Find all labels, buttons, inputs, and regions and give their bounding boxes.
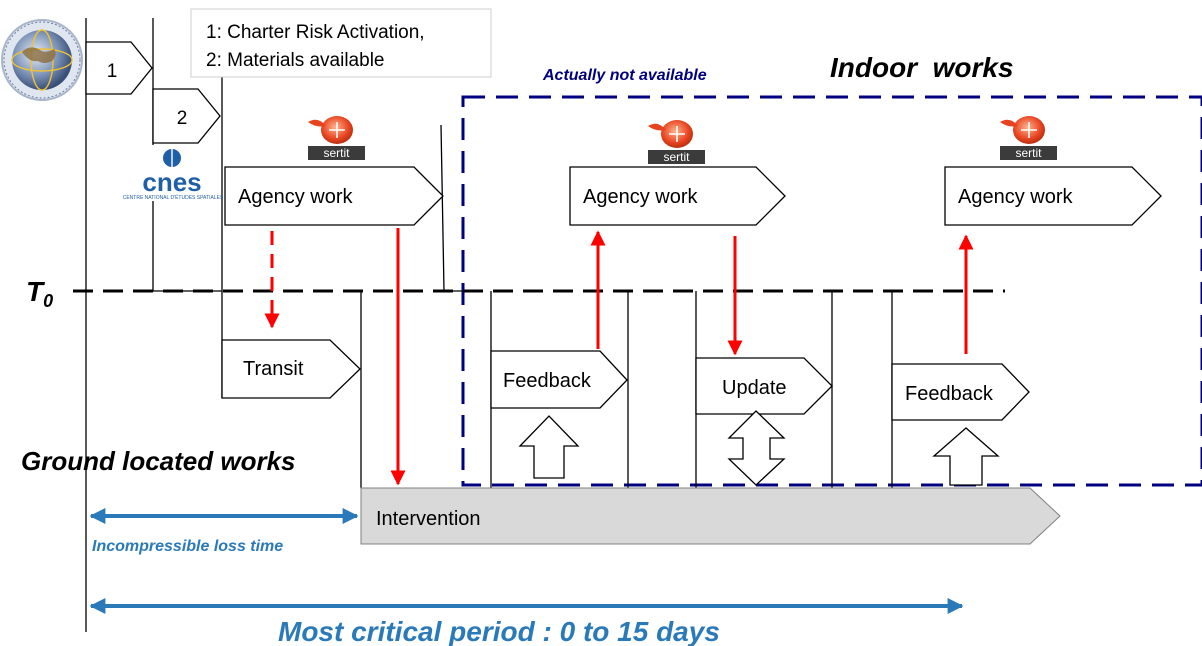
legend-line-2: 2: Materials available [206, 50, 384, 71]
cnes-subtitle: CENTRE NATIONAL D'ÉTUDES SPATIALES [123, 194, 224, 201]
legend: 1: Charter Risk Activation, 2: Materials… [190, 8, 492, 78]
feedback-2-label: Feedback [905, 383, 994, 405]
legend-line-1: 1: Charter Risk Activation, [206, 22, 425, 43]
sertit-label-2: sertit [663, 150, 690, 164]
agency-work-1-label: Agency work [238, 186, 353, 208]
task-agency-work-3: Agency work [944, 166, 1162, 226]
sertit-logo-3: sertit [1000, 116, 1057, 160]
incompressible-loss-label: Incompressible loss time [92, 538, 283, 555]
step-1-arrow: 1 [85, 41, 153, 95]
task-agency-work-1: Agency work [224, 166, 444, 226]
sertit-logo-1: sertit [308, 116, 365, 160]
task-update: Update [695, 357, 833, 415]
step-2-label: 2 [177, 108, 188, 129]
critical-period-label: Most critical period : 0 to 15 days [278, 616, 720, 646]
cnes-wordmark: cnes [142, 167, 201, 197]
agency-work-2-label: Agency work [583, 186, 698, 208]
up-block-arrow-1 [518, 415, 580, 479]
task-agency-work-2: Agency work [569, 166, 786, 226]
step-2-arrow: 2 [152, 88, 221, 144]
ground-located-works-title: Ground located works [21, 446, 296, 476]
task-feedback-1: Feedback [490, 350, 628, 409]
agency-work-3-label: Agency work [958, 186, 1073, 208]
t0-letter: T [26, 276, 46, 307]
t0-subscript: 0 [43, 291, 53, 311]
feedback-1-label: Feedback [503, 370, 592, 392]
task-intervention: Intervention [360, 487, 1061, 545]
sertit-label-3: sertit [1015, 146, 1042, 160]
up-down-block-arrow [727, 410, 786, 486]
sertit-logo-2: sertit [648, 120, 705, 164]
step-1-label: 1 [107, 61, 118, 82]
t0-label: T0 [26, 276, 53, 311]
globe-icon [1, 19, 83, 101]
update-label: Update [722, 377, 787, 399]
task-feedback-2: Feedback [891, 363, 1030, 421]
not-available-note: Actually not available [542, 67, 707, 84]
task-transit: Transit [221, 339, 361, 399]
intervention-label: Intervention [376, 508, 481, 530]
transit-label: Transit [243, 358, 304, 380]
indoor-works-title: Indoor works [830, 52, 1014, 83]
cnes-logo: cnes CENTRE NATIONAL D'ÉTUDES SPATIALES [123, 145, 224, 201]
up-block-arrow-2 [932, 427, 1000, 486]
sertit-label-1: sertit [323, 146, 350, 160]
